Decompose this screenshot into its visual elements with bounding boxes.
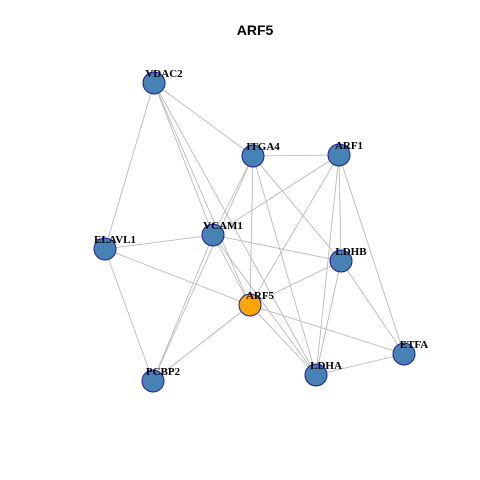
node-label-arf1: ARF1 — [335, 140, 363, 152]
node-label-elavl1: ELAVL1 — [94, 234, 136, 246]
node-ldha[interactable] — [304, 363, 328, 387]
edge-arf5-ldha — [249, 304, 317, 376]
node-label-etfa: ETFA — [400, 339, 429, 351]
node-label-itga4: ITGA4 — [246, 141, 280, 153]
node-vdac2[interactable] — [142, 71, 166, 95]
node-pcbp2[interactable] — [141, 369, 165, 393]
edge-itga4-arf1 — [252, 154, 340, 157]
node-arf1[interactable] — [327, 143, 351, 167]
edge-arf1-ldha — [315, 154, 340, 376]
edge-ldhb-ldha — [315, 260, 342, 376]
edge-vdac2-itga4 — [153, 82, 254, 157]
edge-elavl1-arf5 — [104, 248, 251, 306]
edge-arf5-etfa — [249, 304, 405, 355]
edge-layer — [104, 82, 405, 382]
edge-itga4-vcam1 — [212, 155, 254, 236]
edge-itga4-ldha — [252, 155, 317, 376]
graph-title: ARF5 — [237, 22, 274, 38]
node-elavl1[interactable] — [93, 237, 117, 261]
edge-itga4-ldhb — [252, 155, 342, 262]
edge-ldhb-arf5 — [249, 260, 342, 306]
node-label-pcbp2: PCBP2 — [146, 366, 181, 378]
edge-vcam1-arf5 — [212, 234, 251, 306]
node-ldhb[interactable] — [329, 249, 353, 273]
node-label-vdac2: VDAC2 — [145, 68, 183, 80]
node-arf5[interactable] — [238, 293, 262, 317]
edge-vcam1-pcbp2 — [152, 234, 214, 382]
node-itga4[interactable] — [241, 144, 265, 168]
node-etfa[interactable] — [392, 342, 416, 366]
edge-ldha-etfa — [315, 353, 405, 376]
edge-vdac2-elavl1 — [104, 82, 155, 250]
edge-elavl1-pcbp2 — [104, 248, 154, 382]
edge-ldhb-etfa — [340, 260, 405, 355]
edge-itga4-pcbp2 — [152, 155, 254, 382]
edge-vdac2-ldha — [153, 82, 317, 376]
edge-vcam1-elavl1 — [104, 234, 214, 250]
node-label-ldha: LDHA — [310, 360, 342, 372]
edge-arf1-arf5 — [249, 154, 340, 306]
edge-itga4-arf5 — [249, 155, 254, 306]
edge-vdac2-vcam1 — [153, 82, 214, 236]
edge-vdac2-arf5 — [153, 82, 251, 306]
node-label-ldhb: LDHB — [335, 246, 367, 258]
edge-arf1-vcam1 — [212, 154, 340, 236]
node-layer — [93, 71, 416, 393]
node-label-arf5: ARF5 — [246, 290, 275, 302]
node-vcam1[interactable] — [201, 223, 225, 247]
edge-arf1-ldhb — [338, 154, 342, 262]
edge-arf1-etfa — [338, 154, 405, 355]
edge-vcam1-ldhb — [212, 234, 342, 262]
edge-vcam1-ldha — [212, 234, 317, 376]
edge-arf5-pcbp2 — [152, 304, 251, 382]
node-label-vcam1: VCAM1 — [203, 220, 243, 232]
